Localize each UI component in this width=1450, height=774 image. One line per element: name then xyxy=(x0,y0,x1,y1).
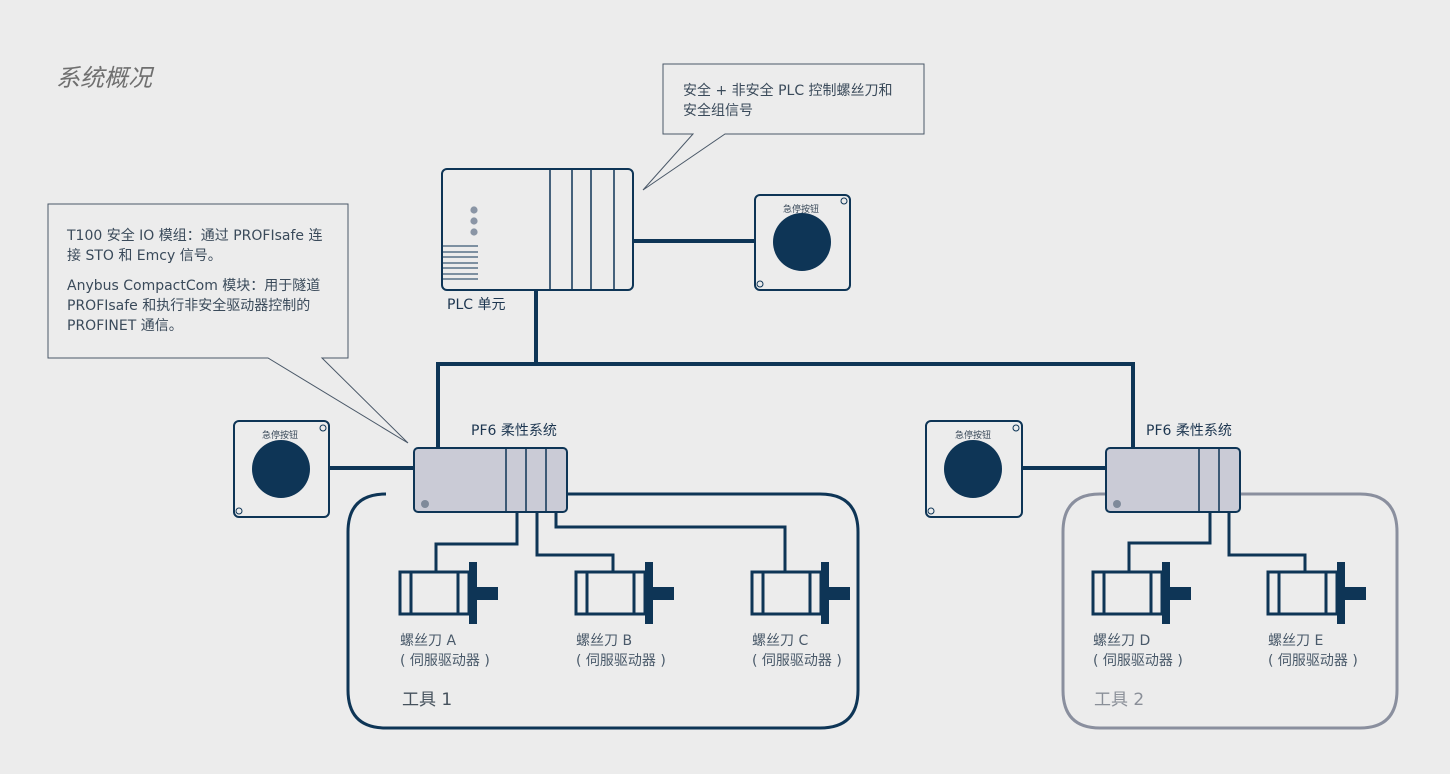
t100-callout xyxy=(47,203,409,444)
servo-drive-icon[interactable] xyxy=(750,562,850,624)
plc-label: PLC 单元 xyxy=(447,297,506,313)
t100-callout-line: PROFIsafe 和执行非安全驱动器控制的 xyxy=(67,298,311,314)
status-led-icon xyxy=(1113,500,1121,508)
plc-unit[interactable] xyxy=(441,168,634,291)
drive-type: ( 伺服驱动器 ) xyxy=(752,653,842,669)
emergency-stop-icon xyxy=(252,440,310,498)
drive-name: 螺丝刀 B xyxy=(576,633,633,649)
tool-2-enclosure xyxy=(1061,492,1399,730)
emergency-stop-label: 急停按钮 xyxy=(783,205,820,215)
t100-callout-text: T100 安全 IO 模组：通过 PROFIsafe 连 接 STO 和 Emc… xyxy=(67,226,322,336)
pf6-controller-2[interactable] xyxy=(1105,447,1241,513)
plc-callout-line: 安全组信号 xyxy=(683,103,753,119)
status-led-icon xyxy=(421,500,429,508)
pf6-label: PF6 柔性系统 xyxy=(1146,423,1232,439)
drive-type: ( 伺服驱动器 ) xyxy=(1268,653,1358,669)
emergency-stop-icon xyxy=(944,440,1002,498)
drive-label: 螺丝刀 D ( 伺服驱动器 ) xyxy=(1093,631,1183,671)
drive-name: 螺丝刀 E xyxy=(1268,633,1324,649)
pf6-controller-1[interactable] xyxy=(413,447,568,513)
servo-drive-icon[interactable] xyxy=(1091,562,1191,624)
emergency-stop-plc[interactable] xyxy=(754,194,851,291)
t100-callout-line: 接 STO 和 Emcy 信号。 xyxy=(67,248,222,264)
servo-drive-icon[interactable] xyxy=(574,562,674,624)
drive-cables xyxy=(434,512,1307,572)
drive-label: 螺丝刀 A ( 伺服驱动器 ) xyxy=(400,631,490,671)
t100-callout-line: T100 安全 IO 模组：通过 PROFIsafe 连 xyxy=(67,228,323,244)
drive-label: 螺丝刀 C ( 伺服驱动器 ) xyxy=(752,631,842,671)
emergency-stop-tool-1[interactable] xyxy=(233,420,330,518)
tool-1-enclosure xyxy=(346,492,860,730)
status-led-icon xyxy=(470,228,478,236)
plc-callout-text: 安全 + 非安全 PLC 控制螺丝刀和 安全组信号 xyxy=(683,81,893,121)
status-led-icon xyxy=(470,206,478,214)
plc-callout xyxy=(642,63,925,191)
drive-label: 螺丝刀 B ( 伺服驱动器 ) xyxy=(576,631,666,671)
plc-callout-line: 安全 + 非安全 PLC 控制螺丝刀和 xyxy=(683,83,893,99)
emergency-stop-label: 急停按钮 xyxy=(262,431,299,441)
tool-2-label: 工具 2 xyxy=(1094,690,1145,710)
tool-1-label: 工具 1 xyxy=(402,690,453,710)
drive-name: 螺丝刀 C xyxy=(752,633,809,649)
emergency-stop-label: 急停按钮 xyxy=(955,431,992,441)
drive-type: ( 伺服驱动器 ) xyxy=(1093,653,1183,669)
status-led-icon xyxy=(470,217,478,225)
drive-type: ( 伺服驱动器 ) xyxy=(400,653,490,669)
page-title: 系统概况 xyxy=(56,64,152,92)
vent-grille-icon xyxy=(443,245,478,280)
emergency-stop-tool-2[interactable] xyxy=(925,420,1023,518)
drive-label: 螺丝刀 E ( 伺服驱动器 ) xyxy=(1268,631,1358,671)
drive-name: 螺丝刀 D xyxy=(1093,633,1151,649)
t100-callout-line: PROFINET 通信。 xyxy=(67,318,183,334)
drive-name: 螺丝刀 A xyxy=(400,633,457,649)
servo-drive-icon[interactable] xyxy=(1266,562,1366,624)
emergency-stop-icon xyxy=(773,213,831,271)
t100-callout-line: Anybus CompactCom 模块：用于隧道 xyxy=(67,278,321,294)
pf6-label: PF6 柔性系统 xyxy=(471,423,557,439)
drive-type: ( 伺服驱动器 ) xyxy=(576,653,666,669)
servo-drive-icon[interactable] xyxy=(398,562,498,624)
network-bus xyxy=(330,239,1135,470)
